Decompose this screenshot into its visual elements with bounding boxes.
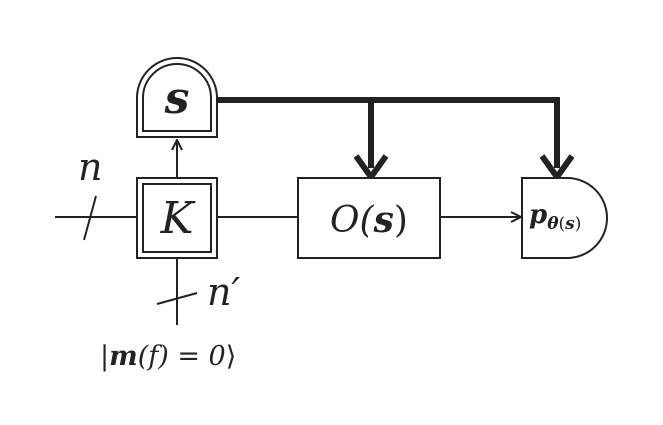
classical-control-lines: [217, 97, 560, 168]
oracle-box: O(s): [297, 177, 441, 259]
ancilla-wire-slash: [156, 292, 198, 305]
oracle-label: O(s): [330, 199, 408, 241]
measurement-meter: s: [136, 57, 218, 138]
input-wire-slash: [83, 195, 97, 241]
detector-output: pθ(s): [521, 177, 608, 259]
wire-label-n: n: [78, 145, 102, 189]
wire-label-n-prime: n′: [207, 270, 240, 314]
k-gate-label: K: [160, 193, 196, 244]
measurement-label: s: [164, 73, 190, 124]
k-gate-box: K: [136, 177, 218, 259]
detector-label: pθ(s): [529, 200, 581, 234]
input-state-label: |m(f) = 0⟩: [100, 341, 236, 372]
